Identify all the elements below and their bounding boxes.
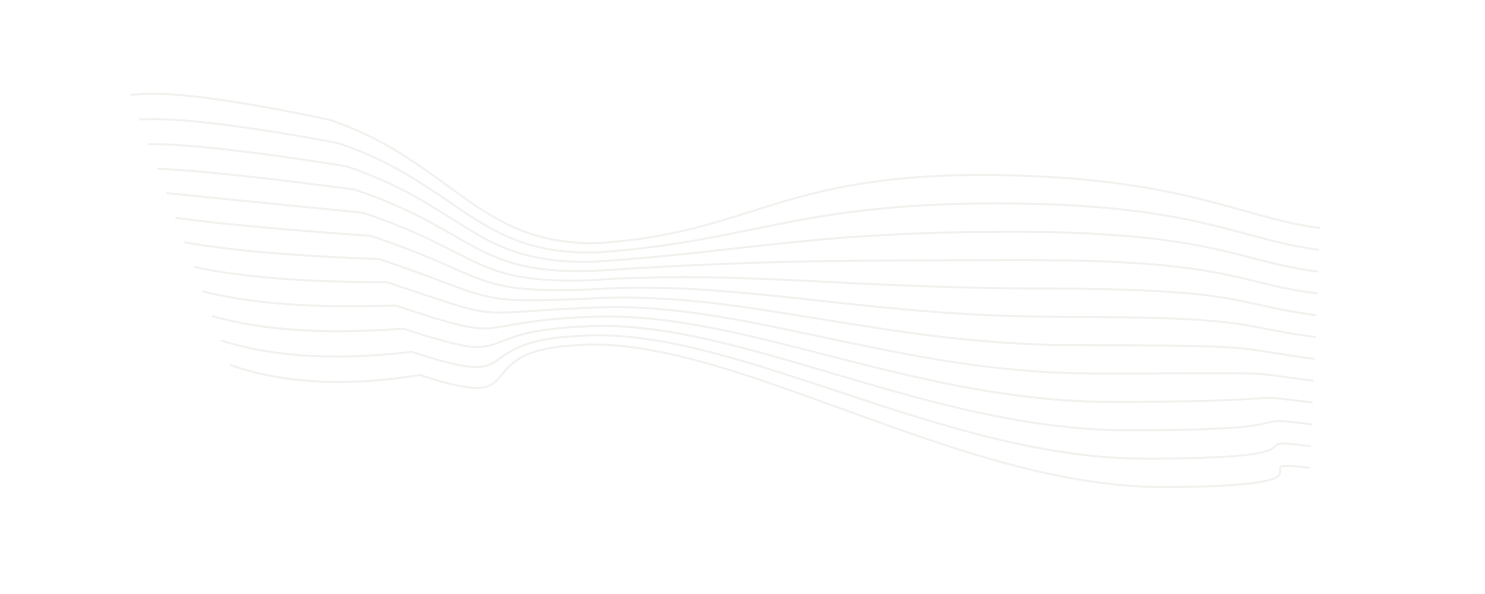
wave-line <box>157 167 1318 295</box>
wave-line <box>229 343 1311 489</box>
wave-line <box>184 241 1315 360</box>
wave-line <box>139 118 1320 254</box>
wave-line <box>202 290 1313 404</box>
wave-line <box>166 192 1317 317</box>
wave-line <box>129 92 1321 245</box>
wave-line <box>175 216 1316 339</box>
wave-line <box>148 143 1319 273</box>
wave-line <box>193 265 1314 382</box>
wave-line <box>220 334 1312 460</box>
wave-line <box>211 314 1312 432</box>
